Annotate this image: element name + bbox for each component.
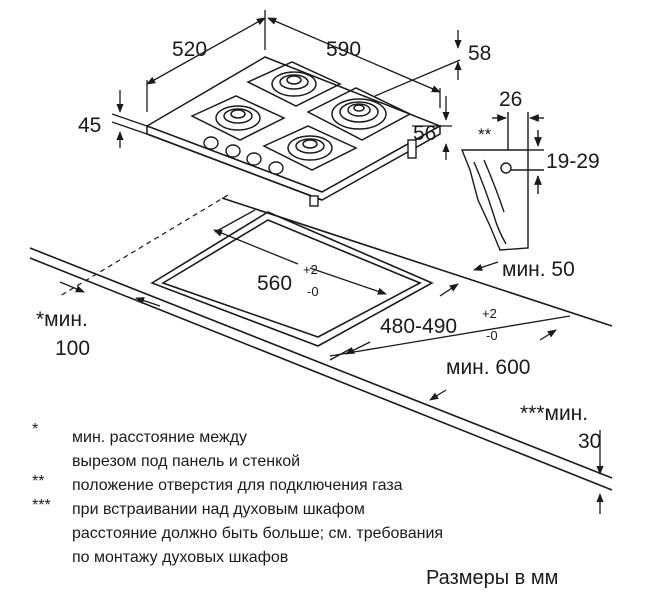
- note-3-line-2: расстояние должно быть больше; см. требо…: [72, 525, 443, 542]
- label-cutout-width: 560: [257, 272, 292, 295]
- label-min-600: мин. 600: [446, 356, 530, 379]
- hob-feet: [309, 139, 417, 207]
- burner-left: [190, 95, 286, 141]
- note-2-line-1: положение отверстия для подключения газа: [72, 477, 403, 494]
- label-gas-hole-mark: **: [478, 125, 492, 144]
- label-58: 58: [468, 42, 491, 65]
- dimension-labels: 520 590 58 45 26 56 ** 19-29 мин. 50 560…: [36, 38, 601, 453]
- countertop: [29, 197, 613, 491]
- footnotes: * мин. расстояние между вырезом под пане…: [32, 421, 443, 566]
- units-label: Размеры в мм: [426, 567, 558, 589]
- knobs: [203, 136, 284, 175]
- note-3-mark: ***: [32, 497, 51, 514]
- bracket-detail: [460, 112, 544, 251]
- label-min-star: *мин.: [36, 308, 88, 331]
- label-min-triple-value: 30: [578, 430, 601, 453]
- label-min-triple: ***мин.: [520, 402, 588, 425]
- note-3-line-3: по монтажу духовых шкафов: [72, 549, 288, 566]
- burner-wok: [306, 87, 412, 141]
- label-45: 45: [78, 114, 101, 137]
- label-min-star-value: 100: [55, 337, 90, 360]
- label-cutout-width-tol-plus: +2: [303, 262, 318, 277]
- label-cutout-depth-tol-minus: -0: [486, 328, 498, 343]
- note-1-mark: *: [32, 421, 38, 438]
- label-26: 26: [499, 88, 522, 111]
- burner-front: [262, 125, 358, 171]
- label-cutout-width-tol-minus: -0: [307, 284, 319, 299]
- note-3-line-1: при встраивании над духовым шкафом: [72, 501, 365, 518]
- dimension-lines: [59, 10, 604, 514]
- note-2-mark: **: [32, 473, 44, 490]
- alignment-lines: [59, 194, 229, 297]
- label-cutout-depth: 480-490: [380, 315, 457, 338]
- label-56: 56: [413, 122, 436, 145]
- note-1-line-2: вырезом под панель и стенкой: [72, 453, 300, 470]
- label-520: 520: [172, 38, 207, 61]
- label-cutout-depth-tol-plus: +2: [482, 306, 497, 321]
- label-min-50: мин. 50: [502, 258, 575, 281]
- label-590: 590: [326, 38, 361, 61]
- label-19-29: 19-29: [546, 150, 600, 173]
- note-1-line-1: мин. расстояние между: [72, 429, 247, 446]
